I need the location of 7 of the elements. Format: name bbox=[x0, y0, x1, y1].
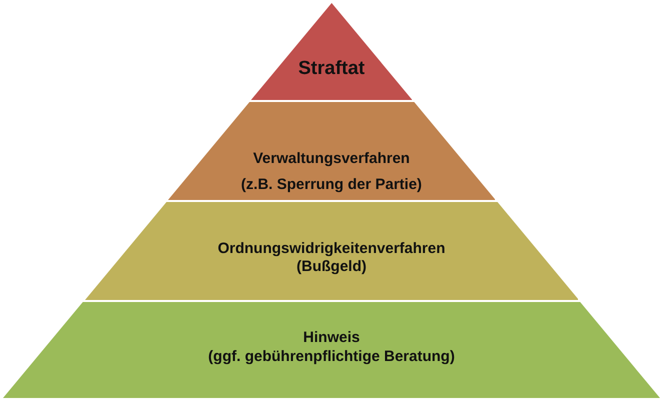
level-description: (Bußgeld) bbox=[296, 258, 366, 275]
level-description: (z.B. Sperrung der Partie) bbox=[241, 176, 422, 193]
level-title: Verwaltungsverfahren bbox=[253, 150, 410, 167]
level-title: Straftat bbox=[298, 58, 365, 80]
level-title: Ordnungswidrigkeitenverfahren bbox=[218, 240, 446, 257]
level-description: (ggf. gebührenpflichtige Beratung) bbox=[208, 348, 455, 365]
level-title: Hinweis bbox=[303, 329, 360, 346]
